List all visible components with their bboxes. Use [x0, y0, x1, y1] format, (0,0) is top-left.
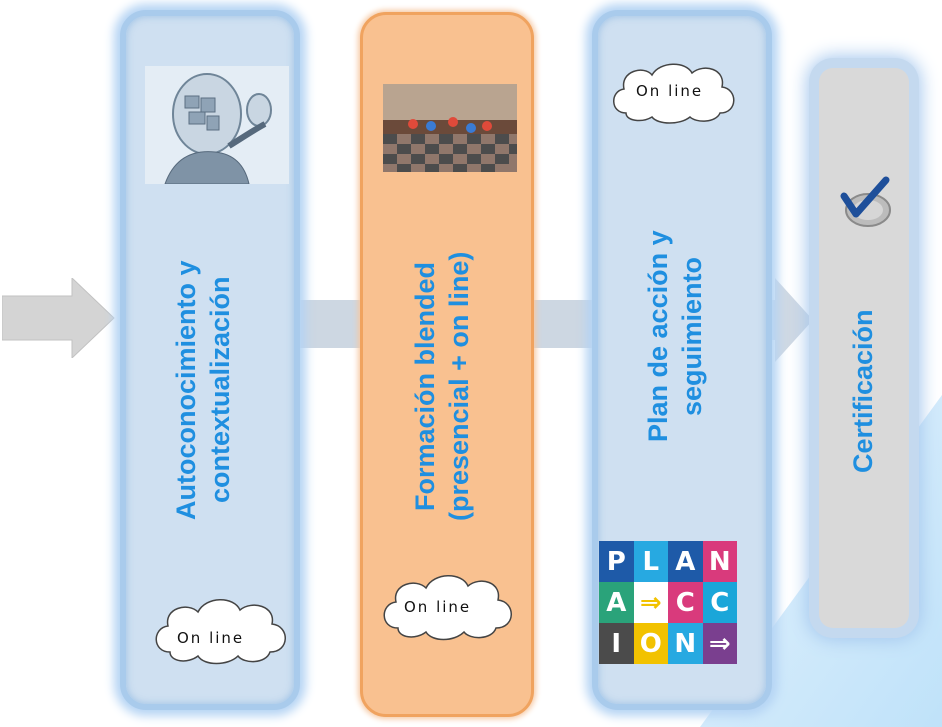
plan-logo-cell: P	[599, 541, 634, 582]
stage-4-title: Certificación	[848, 309, 878, 473]
stage-2-title: Formación blended (presencial + on line)	[410, 251, 474, 521]
stage-1-title: Autoconocimiento y contextualización	[171, 260, 235, 520]
certified-seal-icon	[840, 176, 891, 227]
plan-logo-cell: L	[633, 541, 668, 582]
plan-logo-cell: I	[599, 623, 634, 664]
plan-logo-cell: ⇒	[702, 623, 737, 664]
flow-connector-1	[294, 300, 368, 348]
classroom-image	[383, 84, 517, 172]
plan-logo-cell: N	[702, 541, 737, 582]
cloud-badge-2-shape	[383, 575, 512, 641]
plan-logo-cell: O	[633, 623, 668, 664]
thinking-man-image	[145, 66, 289, 184]
cloud-badge-1: On line	[177, 629, 245, 647]
flow-arrow-2	[745, 278, 813, 362]
cloud-badge-2: On line	[404, 598, 472, 616]
plan-accion-logo: P L A N A ⇒ C C I O N ⇒	[599, 541, 737, 664]
stage-certificacion	[819, 68, 909, 628]
cloud-badge-3: On line	[636, 82, 704, 100]
plan-logo-cell: A	[599, 582, 634, 623]
cloud-badge-1-shape	[155, 599, 286, 665]
flow-arrow-1	[2, 278, 115, 358]
plan-logo-cell: N	[668, 623, 703, 664]
stage-3-title: Plan de acción y seguimiento	[643, 230, 707, 442]
plan-logo-cell: ⇒	[633, 582, 668, 623]
plan-logo-cell: C	[668, 582, 703, 623]
plan-logo-cell: C	[702, 582, 737, 623]
flow-connector-2	[524, 300, 600, 348]
cloud-badge-3-shape	[613, 63, 735, 124]
plan-logo-cell: A	[668, 541, 703, 582]
